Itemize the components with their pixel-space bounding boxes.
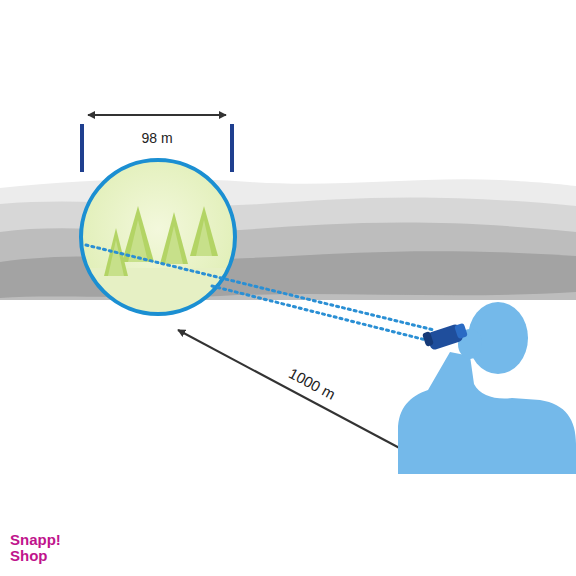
distance-label: 1000 m bbox=[286, 365, 338, 402]
sight-lines bbox=[86, 245, 434, 342]
binoculars bbox=[422, 323, 468, 351]
person bbox=[398, 302, 576, 474]
width-bracket bbox=[82, 115, 232, 172]
dimension-label: 98 m bbox=[141, 131, 172, 146]
watermark: Snapp! Shop bbox=[10, 532, 66, 564]
trees bbox=[104, 206, 218, 276]
lens-outline bbox=[81, 160, 235, 314]
lens-view bbox=[80, 160, 240, 318]
